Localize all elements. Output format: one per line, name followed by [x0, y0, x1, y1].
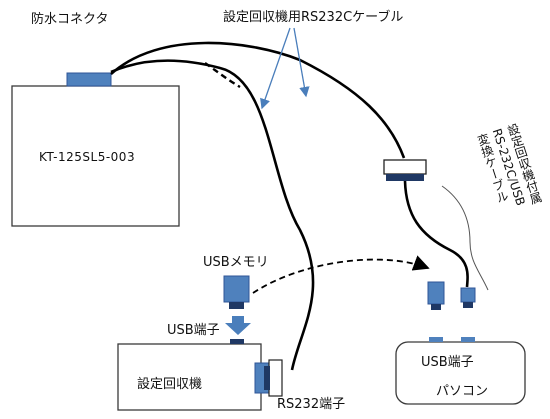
pc-box: [395, 341, 526, 405]
transfer-arrow: [252, 255, 430, 294]
logger-box: [11, 85, 180, 227]
adapter-cable: [403, 180, 469, 288]
waterproof-connector-label: 防水コネクタ: [31, 12, 109, 27]
adapter-connector-base: [386, 174, 424, 181]
insert-arrow: [225, 316, 251, 335]
adapter-usb-plug-body: [460, 287, 476, 303]
rs232c-cable-dashed: [204, 62, 241, 89]
pc-usb-memory-tip: [431, 304, 441, 310]
caption-arrow-1: [260, 27, 291, 110]
usb-memory-label: USBメモリ: [203, 255, 269, 270]
adapter-usb-plug-tip: [463, 302, 473, 308]
rs232c-cable-main: [110, 59, 315, 371]
collector-usb-port-label: USB端子: [167, 323, 220, 338]
logger-model-label: KT-125SL5-003: [39, 150, 136, 164]
waterproof-connector: [66, 72, 112, 87]
usb-memory-tip: [229, 302, 244, 309]
collector-label: 設定回収機: [137, 377, 203, 392]
pc-label: パソコン: [436, 384, 489, 399]
pc-usb-port-1: [429, 337, 443, 342]
adapter-bracket: [441, 185, 489, 291]
caption-arrow-2: [293, 27, 310, 98]
collector-usb-port: [230, 339, 244, 344]
rs232-port-label: RS232端子: [277, 397, 346, 412]
usb-memory-body: [223, 275, 250, 303]
pc-usb-memory-body: [427, 281, 445, 305]
rs232-plug-mid: [264, 366, 270, 390]
pc-usb-port-label: USB端子: [421, 355, 474, 370]
adapter-connector: [383, 159, 427, 175]
rs232c-cable-label: 設定回収機用RS232Cケーブル: [223, 10, 404, 25]
rs232-plug: [268, 359, 283, 397]
pc-usb-port-2: [461, 337, 475, 342]
